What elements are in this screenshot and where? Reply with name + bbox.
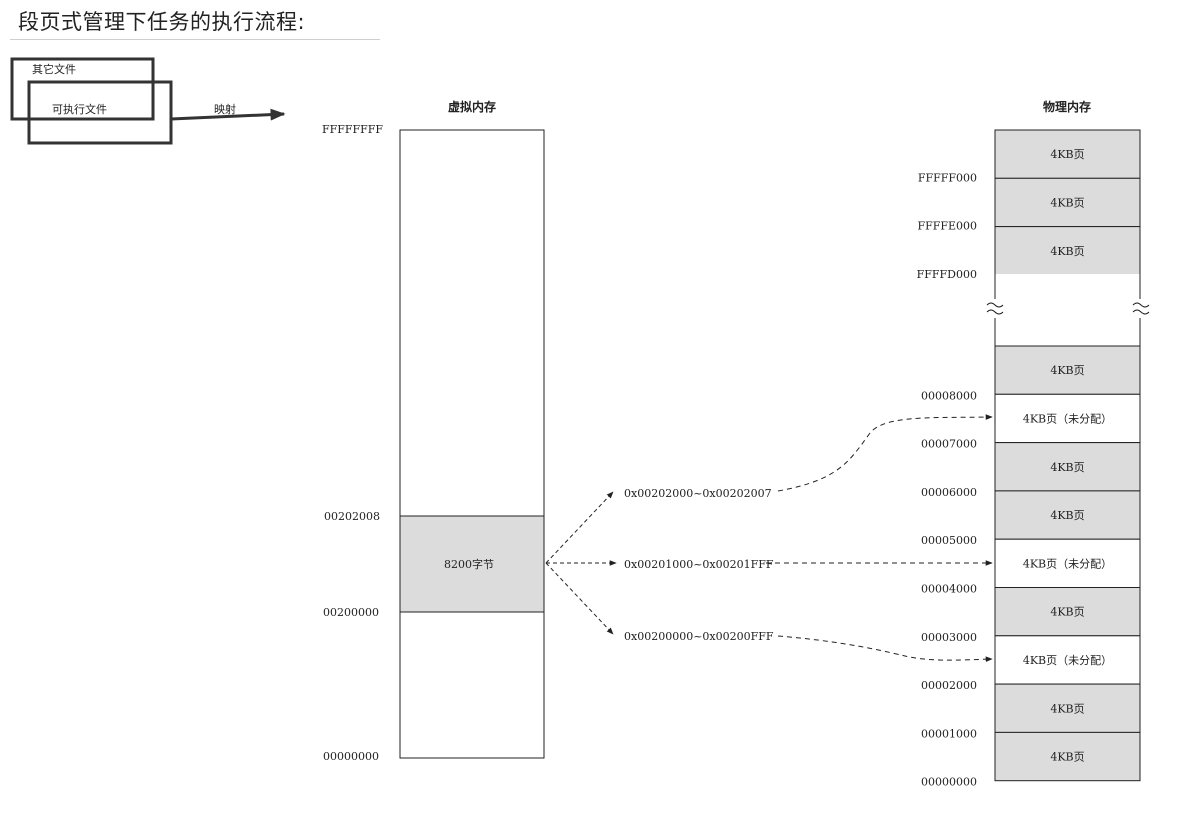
physical-gap xyxy=(995,274,1140,346)
bottom-page-7 xyxy=(994,683,1141,733)
exec-file-box xyxy=(27,80,173,145)
virtual-segment xyxy=(399,515,545,613)
bottom-page-label-8: 4KB页 xyxy=(1050,751,1084,764)
virtual-addr-top: FFFFFFFF xyxy=(322,123,383,136)
top-page-label-0: 4KB页 xyxy=(1050,148,1084,161)
bottom-page-2 xyxy=(994,442,1141,492)
other-file-box xyxy=(10,57,155,121)
segment-size-label: 8200字节 xyxy=(444,557,494,571)
arrow-r1-page xyxy=(777,414,993,492)
top-page-2 xyxy=(994,226,1141,276)
bottom-page-label-3: 4KB页 xyxy=(1050,509,1084,522)
arrow-r3-page xyxy=(777,635,993,662)
virtual-addr-bottom: 00000000 xyxy=(323,750,379,763)
physical-bottom-pages: 4KB页 4KB页（未分配） 4KB页 4KB页 4KB页（未分配） 4KB页 4KB页（未… xyxy=(994,345,1141,782)
top-page-1 xyxy=(994,177,1141,228)
physical-addr-top-2: FFFFD000 xyxy=(917,268,977,281)
physical-addr-top-0: FFFFF000 xyxy=(918,171,977,184)
break-mark-right xyxy=(1132,302,1150,315)
page-title: 段页式管理下任务的执行流程: xyxy=(18,10,306,34)
physical-addr-bottom-6: 00002000 xyxy=(921,679,977,692)
bottom-page-label-6: 4KB页（未分配） xyxy=(1023,654,1112,667)
arrow-seg-r3 xyxy=(545,562,614,635)
bottom-page-label-1: 4KB页（未分配） xyxy=(1023,412,1112,425)
top-page-0 xyxy=(994,129,1141,179)
arrow-seg-r1 xyxy=(545,491,614,564)
bottom-page-6 xyxy=(994,635,1141,685)
title-divider xyxy=(10,39,380,40)
range-label-1: 0x00202000~0x00202007 xyxy=(624,487,772,500)
physical-addr-top-1: FFFFE000 xyxy=(917,220,977,233)
physical-addr-bottom-5: 00003000 xyxy=(921,631,977,644)
top-page-label-2: 4KB页 xyxy=(1050,245,1084,258)
bottom-page-label-0: 4KB页 xyxy=(1050,364,1084,377)
bottom-page-label-7: 4KB页 xyxy=(1050,702,1084,715)
physical-addr-bottom-0: 00008000 xyxy=(921,389,977,402)
virtual-addr-seg-bottom: 00200000 xyxy=(323,606,379,619)
physical-memory-header: 物理内存 xyxy=(1043,99,1091,114)
map-arrow xyxy=(170,108,286,121)
virtual-memory-column xyxy=(399,129,545,759)
map-label: 映射 xyxy=(214,102,236,116)
physical-addr-bottom-1: 00007000 xyxy=(921,438,977,451)
top-page-label-1: 4KB页 xyxy=(1050,196,1084,209)
bottom-page-8 xyxy=(994,731,1141,782)
break-mark-left xyxy=(986,302,1004,315)
bottom-page-5 xyxy=(994,587,1141,637)
physical-addr-bottom-8: 00000000 xyxy=(921,776,977,789)
physical-addr-bottom-2: 00006000 xyxy=(921,486,977,499)
other-file-label: 其它文件 xyxy=(32,62,76,76)
physical-addr-bottom-4: 00004000 xyxy=(921,583,977,596)
virtual-memory-header: 虚拟内存 xyxy=(448,99,496,114)
bottom-page-1 xyxy=(994,393,1141,444)
physical-addr-bottom-3: 00005000 xyxy=(921,534,977,547)
bottom-page-label-5: 4KB页 xyxy=(1050,606,1084,619)
physical-addr-bottom-7: 00001000 xyxy=(921,727,977,740)
virtual-addr-seg-top: 00202008 xyxy=(324,510,380,523)
bottom-page-label-2: 4KB页 xyxy=(1050,461,1084,474)
bottom-page-3 xyxy=(994,490,1141,540)
bottom-page-label-4: 4KB页（未分配） xyxy=(1023,557,1112,570)
bottom-page-4 xyxy=(994,538,1141,589)
range-label-2: 0x00201000~0x00201FFF xyxy=(624,558,774,571)
physical-top-pages: 4KB页 4KB页 4KB页 xyxy=(994,129,1141,276)
exec-file-label: 可执行文件 xyxy=(52,102,107,116)
range-label-3: 0x00200000~0x00200FFF xyxy=(624,630,774,643)
